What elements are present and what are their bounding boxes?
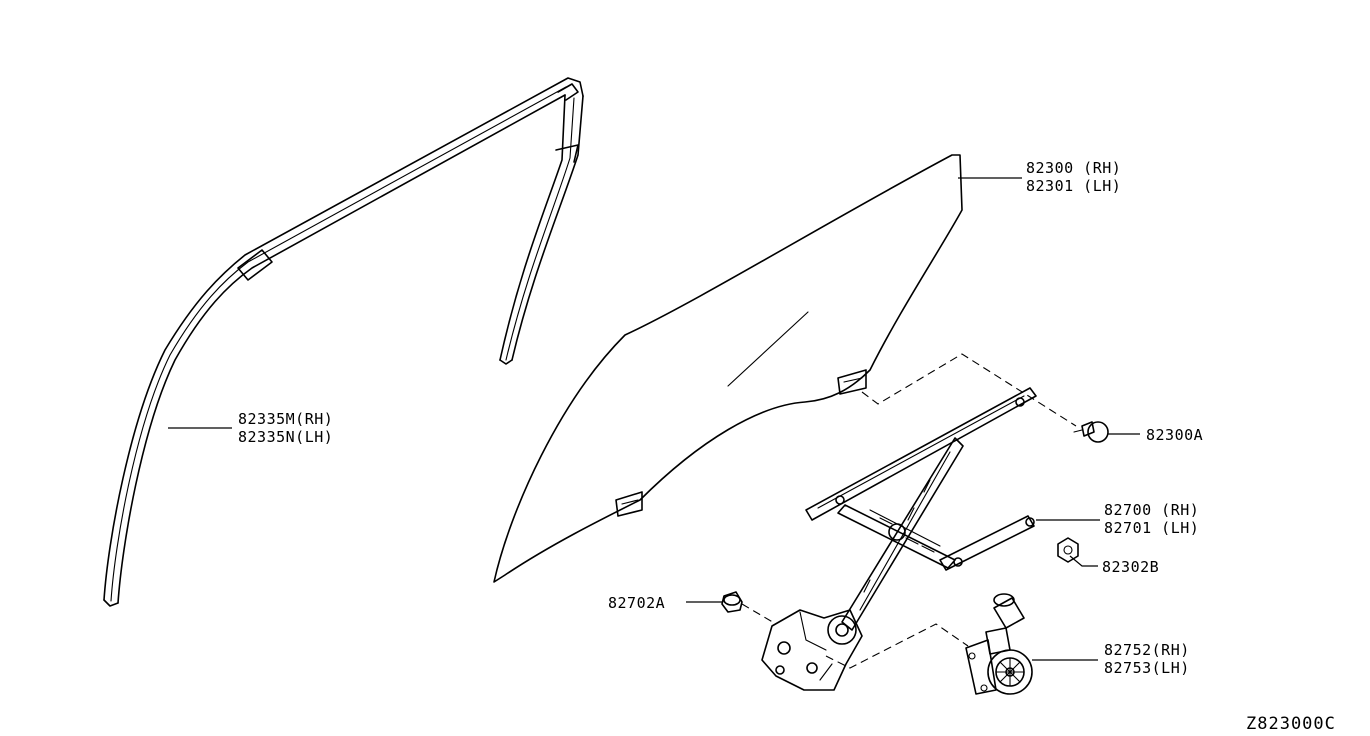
label-regulator-lh: 82701 (LH)	[1104, 519, 1199, 537]
label-nut: 82302B	[1102, 558, 1159, 576]
regulator-base	[761, 609, 863, 691]
label-motor-rh: 82752(RH)	[1104, 641, 1190, 659]
grommet-82702a	[721, 591, 743, 613]
label-glass-rh: 82300 (RH)	[1026, 159, 1121, 177]
regulator-motor	[965, 593, 1033, 695]
sash-weatherstrip	[103, 77, 584, 607]
label-glass-lh: 82301 (LH)	[1026, 177, 1121, 195]
door-glass	[493, 154, 963, 583]
label-grommet: 82702A	[608, 594, 665, 612]
diagram-code: Z823000C	[1246, 714, 1336, 734]
window-regulator	[805, 387, 1037, 631]
dashed-grommet-to-base	[741, 603, 777, 625]
label-regulator-rh: 82700 (RH)	[1104, 501, 1199, 519]
label-sash-lh: 82335N(LH)	[238, 428, 333, 446]
label-sash-rh: 82335M(RH)	[238, 410, 333, 428]
dashed-glass-to-bolt	[861, 353, 1077, 427]
label-motor-lh: 82753(LH)	[1104, 659, 1190, 677]
bolt-82300a	[1073, 421, 1109, 443]
label-bolt: 82300A	[1146, 426, 1203, 444]
leader-nut	[1069, 555, 1098, 567]
dashed-base-to-motor	[825, 623, 969, 669]
nut-82302b	[1057, 537, 1079, 563]
